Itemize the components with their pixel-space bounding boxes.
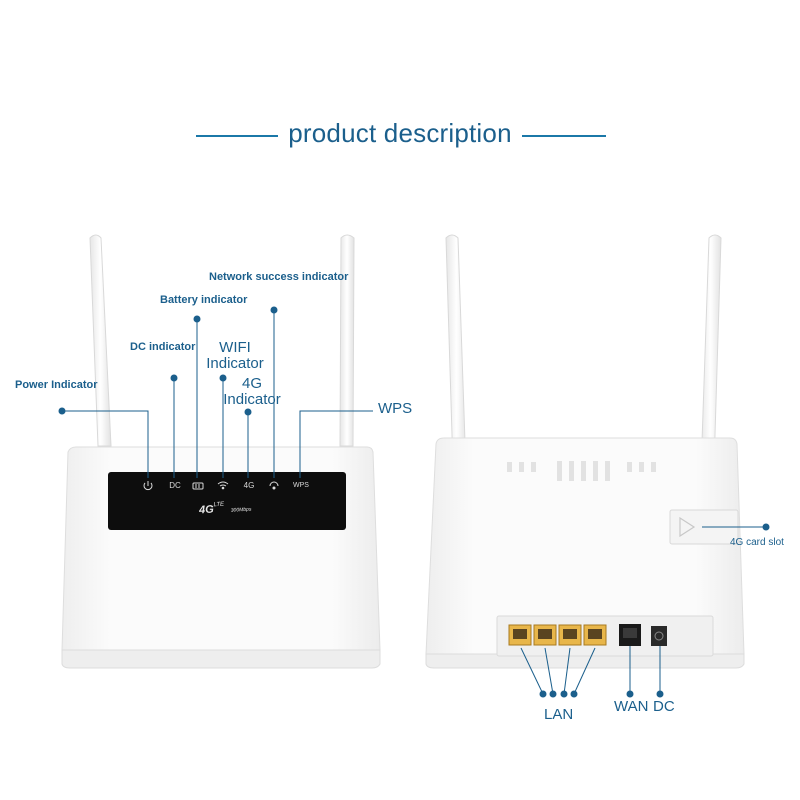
front-antenna-right xyxy=(339,234,355,447)
lte-logo-main: 4G xyxy=(198,503,215,517)
label-network-indicator: Network success indicator xyxy=(209,271,349,283)
label-wps: WPS xyxy=(378,400,413,417)
panel-wps-text: WPS xyxy=(293,482,309,489)
lte-logo-sup: LTE xyxy=(213,501,225,509)
panel-dc-text: DC xyxy=(169,481,181,490)
dc-jack xyxy=(651,626,667,646)
lte-logo-speed: 300Mbps xyxy=(230,506,252,514)
panel-icons xyxy=(143,481,279,491)
label-dc: DC xyxy=(653,698,675,715)
back-router xyxy=(425,234,745,669)
lte-logo: 4GLTE 300Mbps xyxy=(199,498,252,519)
lan-ports xyxy=(508,624,607,646)
network-icon xyxy=(269,481,279,490)
front-router xyxy=(61,234,381,669)
back-callout-lines xyxy=(520,526,766,695)
front-callout-lines xyxy=(62,310,373,478)
label-4g-card-slot: 4G card slot xyxy=(730,537,784,548)
callout-dots xyxy=(58,306,770,698)
label-wan: WAN xyxy=(614,698,649,715)
back-router-base xyxy=(425,653,745,669)
label-wifi-indicator: WIFI Indicator xyxy=(206,339,264,372)
panel-4g-text: 4G xyxy=(243,481,255,490)
title-line-left xyxy=(196,135,278,137)
front-led-panel xyxy=(108,472,346,530)
wifi-icon xyxy=(217,481,229,490)
front-router-base xyxy=(61,649,381,669)
label-power-indicator: Power Indicator xyxy=(15,379,98,391)
label-lan: LAN xyxy=(544,706,574,723)
back-vents xyxy=(507,461,656,481)
label-4g-indicator: 4G Indicator xyxy=(223,375,281,408)
label-dc-indicator: DC indicator xyxy=(130,341,196,353)
title-line-right xyxy=(522,135,606,137)
battery-icon xyxy=(192,482,204,490)
front-antenna-left xyxy=(89,234,112,447)
power-icon xyxy=(143,481,153,491)
label-battery-indicator: Battery indicator xyxy=(160,294,248,306)
page-title: product description xyxy=(288,118,512,148)
